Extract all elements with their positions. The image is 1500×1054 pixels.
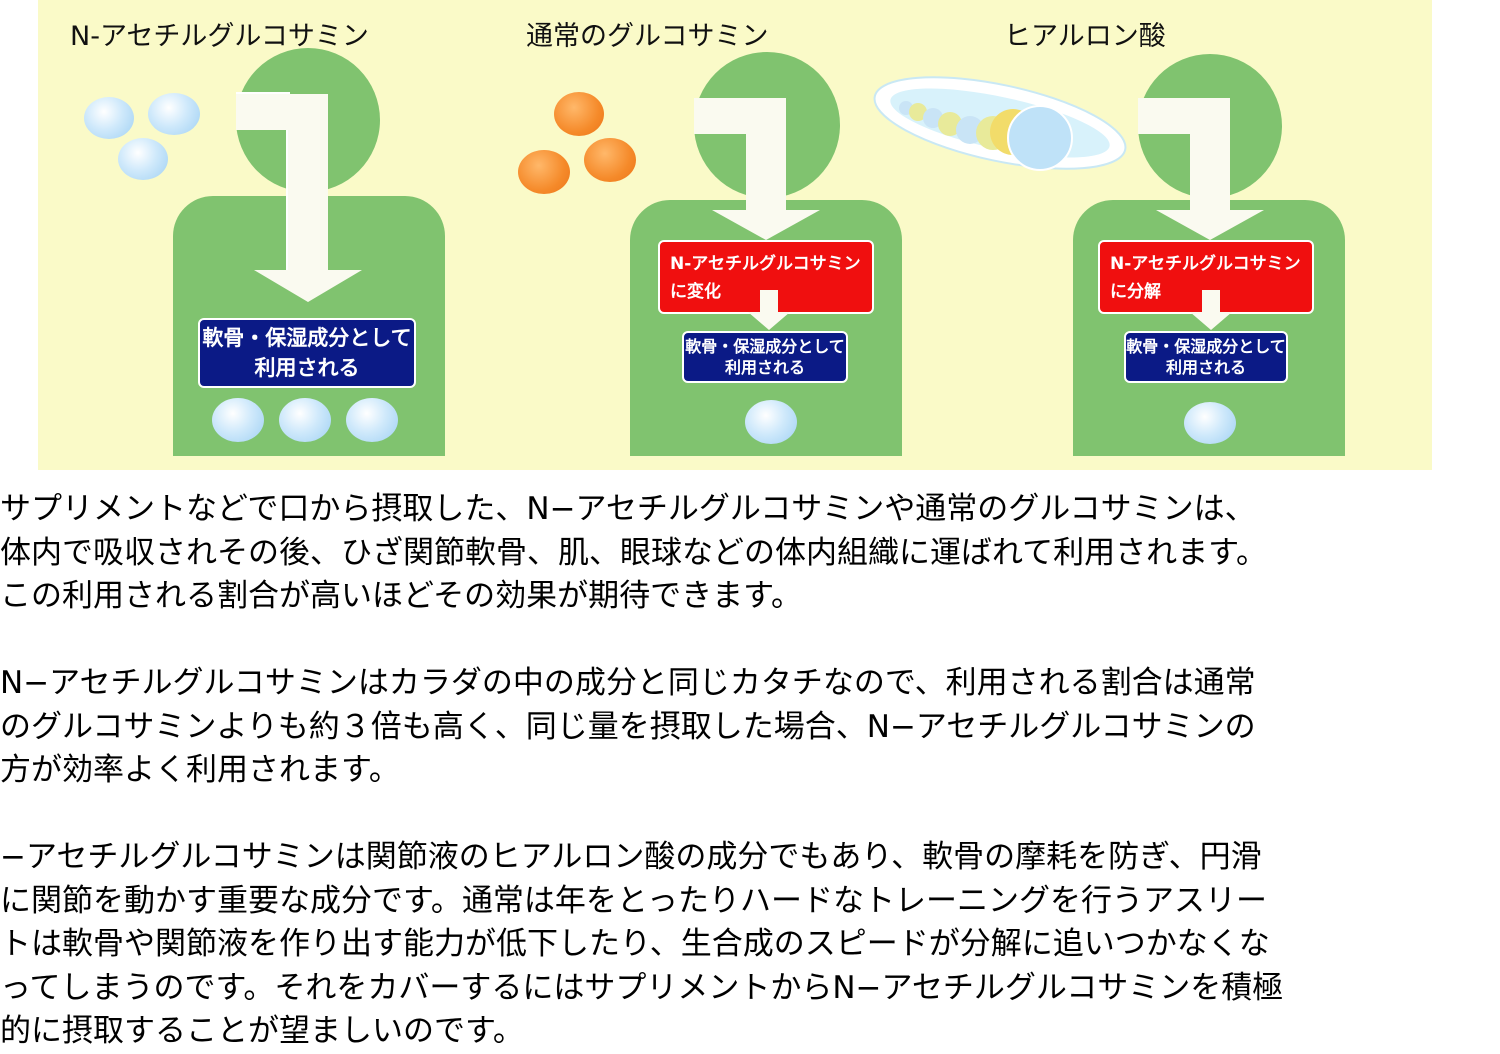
hyaluronic-chain-icon bbox=[873, 76, 1127, 171]
paragraph-line: 体内で吸収されその後、ひざ関節軟骨、肌、眼球などの体内組織に運ばれて利用されます… bbox=[0, 534, 1267, 571]
paragraph-line: ってしまうのです。それをカバーするにはサプリメントからN−アセチルグルコサミンを… bbox=[0, 969, 1284, 1006]
result-box: 軟骨・保湿成分として 利用される bbox=[1124, 331, 1288, 383]
molecule-ball bbox=[1184, 402, 1236, 444]
result-box: 軟骨・保湿成分として 利用される bbox=[198, 318, 416, 388]
molecule-ball bbox=[148, 93, 200, 135]
description-text: サプリメントなどで口から摂取した、N−アセチルグルコサミンや通常のグルコサミンは… bbox=[0, 488, 1500, 1054]
molecule-ball bbox=[212, 398, 264, 442]
molecule-ball bbox=[346, 398, 398, 442]
conversion-label-line2: に変化 bbox=[670, 282, 721, 302]
paragraph-line: 方が効率よく利用されます。 bbox=[0, 752, 400, 788]
result-label-line2: 利用される bbox=[254, 356, 360, 380]
paragraph-line: に関節を動かす重要な成分です。通常は年をとったりハードなトレーニングを行うアスリ… bbox=[0, 882, 1267, 919]
result-label-line1: 軟骨・保湿成分として bbox=[685, 337, 845, 356]
down-arrow-icon bbox=[748, 290, 790, 330]
paragraph-line: サプリメントなどで口から摂取した、N−アセチルグルコサミンや通常のグルコサミンは… bbox=[0, 491, 1256, 527]
molecule-ball bbox=[84, 97, 134, 139]
molecule-ball bbox=[279, 398, 331, 442]
paragraph-line: N−アセチルグルコサミンはカラダの中の成分と同じカタチなので、利用される割合は通… bbox=[0, 665, 1256, 701]
result-label-line1: 軟骨・保湿成分として bbox=[202, 326, 412, 350]
conversion-label-line2: に分解 bbox=[1110, 282, 1161, 302]
molecule-ball-orange bbox=[518, 150, 570, 194]
molecule-ball-orange bbox=[554, 92, 604, 136]
panel-title-n-acetylglucosamine: N-アセチルグルコサミン bbox=[70, 21, 369, 52]
down-arrow-icon bbox=[236, 94, 362, 302]
paragraph-line: 的に摂取することが望ましいのです。 bbox=[0, 1013, 524, 1049]
paragraph-line: トは軟骨や関節液を作り出す能力が低下したり、生合成のスピードが分解に追いつかなく… bbox=[0, 926, 1270, 962]
conversion-box: N-アセチルグルコサミン に変化 bbox=[658, 240, 874, 314]
conversion-label-line1: N-アセチルグルコサミン bbox=[670, 254, 861, 274]
result-label-line2: 利用される bbox=[1165, 358, 1246, 377]
result-box: 軟骨・保湿成分として 利用される bbox=[682, 331, 848, 383]
conversion-label-line1: N-アセチルグルコサミン bbox=[1110, 254, 1301, 274]
panel-title-glucosamine: 通常のグルコサミン bbox=[526, 21, 769, 52]
molecule-ball bbox=[745, 400, 797, 444]
molecule-ball-orange bbox=[584, 138, 636, 182]
down-arrow-icon bbox=[1190, 290, 1232, 330]
paragraph-line: −アセチルグルコサミンは関節液のヒアルロン酸の成分でもあり、軟骨の摩耗を防ぎ、円… bbox=[0, 839, 1262, 875]
molecule-ball bbox=[118, 138, 168, 180]
result-label-line1: 軟骨・保湿成分として bbox=[1126, 337, 1286, 356]
panel-title-hyaluronic-acid: ヒアルロン酸 bbox=[1004, 21, 1166, 52]
down-arrow-icon bbox=[1138, 98, 1264, 240]
down-arrow-icon bbox=[694, 98, 820, 240]
result-label-line2: 利用される bbox=[724, 358, 805, 377]
paragraph-line: この利用される割合が高いほどその効果が期待できます。 bbox=[0, 578, 802, 614]
diagram: N-アセチルグルコサミン 軟骨・保湿成分として 利用される 通常のグルコサミン … bbox=[38, 0, 1432, 470]
paragraph-line: のグルコサミンよりも約３倍も高く、同じ量を摂取した場合、N−アセチルグルコサミン… bbox=[0, 708, 1256, 745]
